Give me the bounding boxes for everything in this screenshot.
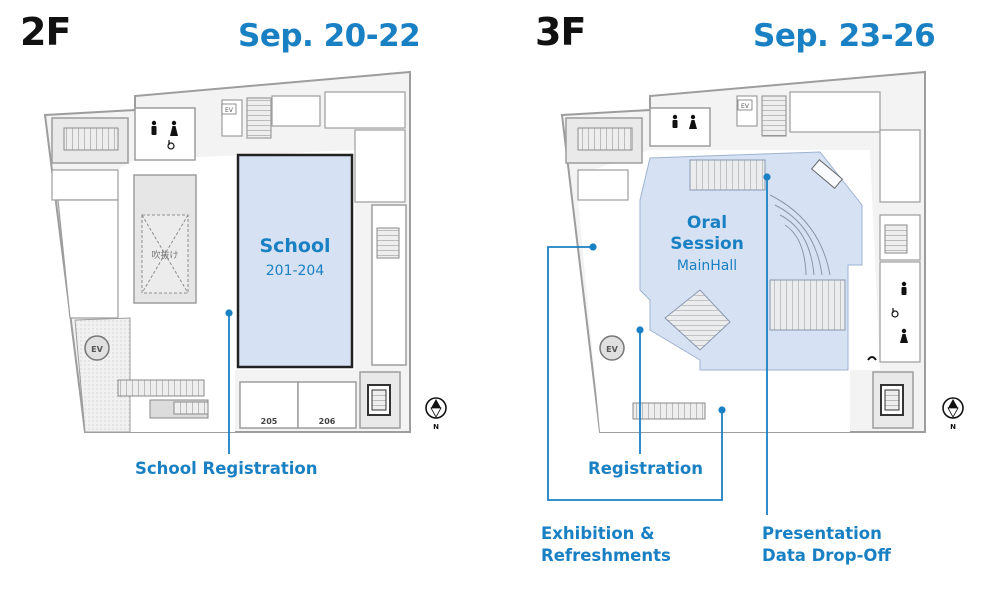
elevator-label-2f: EV	[91, 345, 103, 354]
room-206: 206	[319, 417, 336, 426]
restroom-icon	[151, 120, 178, 136]
callout-presentation-line1: Presentation	[762, 524, 882, 543]
callout-exhibition-line2: Refreshments	[541, 546, 671, 565]
floor-2f-dates: Sep. 20-22	[238, 18, 421, 54]
elevator-label-3f: EV	[606, 345, 618, 354]
wheelchair-icon	[891, 308, 899, 318]
elevator-icon	[84, 335, 110, 361]
hall-label-3: MainHall	[677, 258, 737, 274]
hall-label-1: Oral	[687, 213, 727, 233]
callout-exhibition-line1: Exhibition &	[541, 524, 655, 543]
callout-presentation-line2: Data Drop-Off	[762, 546, 891, 565]
floor-3f-label: 3F	[535, 10, 586, 54]
floor-2f-label: 2F	[20, 10, 71, 54]
phone-icon	[867, 356, 877, 361]
map-3f: Oral Session MainHall EV EV	[547, 70, 964, 515]
callout-school-registration: School Registration	[135, 459, 318, 478]
map-2f: 吹抜け EV EV School 201-204 205 206	[43, 70, 447, 454]
compass-n-3f: N	[950, 423, 956, 431]
compass-icon: N	[425, 397, 447, 431]
school-room-2f	[236, 153, 354, 369]
callout-exhibition: Exhibition & Refreshments	[541, 523, 671, 567]
room-205: 205	[261, 417, 278, 426]
callout-registration: Registration	[588, 459, 703, 478]
elevator-small-3f: EV	[741, 103, 750, 110]
school-rooms: 201-204	[266, 263, 325, 279]
restroom-icon	[672, 114, 908, 343]
void-label-2f: 吹抜け	[151, 249, 178, 261]
floor-3f-dates: Sep. 23-26	[753, 18, 936, 54]
compass-n-2f: N	[433, 423, 439, 431]
school-title: School	[259, 235, 330, 257]
wheelchair-icon	[167, 140, 175, 150]
hall-label-2: Session	[670, 234, 744, 254]
restroom-area-2f	[134, 107, 196, 161]
callout-presentation: Presentation Data Drop-Off	[762, 523, 891, 567]
elevator-small-2f: EV	[225, 107, 234, 114]
compass-icon: N	[942, 397, 964, 431]
